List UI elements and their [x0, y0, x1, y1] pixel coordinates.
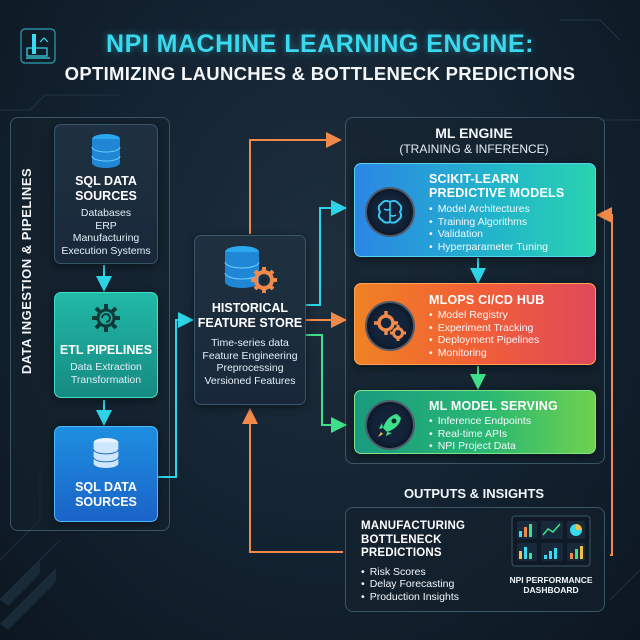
mlops-list: Model Registry Experiment Tracking Deplo…	[429, 309, 540, 360]
dashboard-icon	[511, 515, 591, 567]
models-title-1: SCIKIT-LEARN	[429, 172, 519, 186]
predictions-item: Risk Scores	[361, 566, 511, 579]
mlops-item: Model Registry	[429, 309, 539, 322]
models-item: Model Architectures	[429, 203, 548, 216]
sql-sources-card-bottom[interactable]: SQL DATA SOURCES	[54, 426, 158, 522]
predictive-models-card[interactable]: SCIKIT-LEARN PREDICTIVE MODELS Model Arc…	[354, 163, 596, 257]
predictions-list: Risk Scores Delay Forecasting Production…	[361, 566, 511, 604]
ml-engine-subtitle: (TRAINING & INFERENCE)	[399, 142, 549, 156]
mlops-card[interactable]: MLOPS CI/CD HUB Model Registry Experimen…	[354, 283, 596, 365]
serving-item: Real-time APIs	[429, 428, 531, 441]
etl-title: ETL PIPELINES	[59, 343, 153, 357]
sql-sources-card-top[interactable]: SQL DATA SOURCES Databases ERP Manufactu…	[54, 124, 158, 264]
page-subtitle: OPTIMIZING LAUNCHES & BOTTLENECK PREDICT…	[64, 63, 576, 84]
gears-icon-holder	[365, 301, 415, 351]
feature-store-title-2: FEATURE STORE	[197, 316, 303, 330]
feature-store-item: Preprocessing	[216, 362, 284, 374]
serving-list: Inference Endpoints Real-time APIs NPI P…	[429, 415, 531, 453]
sql-top-item: ERP	[95, 219, 117, 232]
sql-top-title-1: SQL DATA	[75, 174, 137, 188]
performance-dashboard[interactable]: NPI PERFORMANCE DASHBOARD	[507, 515, 595, 597]
sql-top-item: Execution Systems	[61, 244, 151, 257]
mlops-item: Monitoring	[429, 347, 539, 360]
feature-store-item: Time-series data	[211, 337, 289, 349]
database-icon	[91, 134, 121, 168]
mlops-item: Deployment Pipelines	[429, 334, 540, 347]
sql-bottom-title-1: SQL DATA	[75, 480, 137, 494]
predictions-title-2: BOTTLENECK PREDICTIONS	[361, 533, 442, 560]
models-item: Training Algorithms	[429, 216, 548, 229]
brain-gear-icon	[377, 199, 403, 224]
feature-store-item: Versioned Features	[204, 374, 296, 387]
etl-pipelines-card[interactable]: ETL PIPELINES Data Extraction Transforma…	[54, 292, 158, 398]
models-item: Validation	[429, 228, 548, 241]
sql-top-title-2: SOURCES	[75, 189, 137, 203]
models-list: Model Architectures Training Algorithms …	[429, 203, 548, 253]
page-title: NPI MACHINE LEARNING ENGINE:	[106, 30, 534, 58]
feature-store-card[interactable]: HISTORICAL FEATURE STORE Time-series dat…	[194, 235, 306, 405]
predictions-block: MANUFACTURING BOTTLENECK PREDICTIONS Ris…	[361, 520, 511, 603]
ml-engine-title: ML ENGINE	[435, 125, 513, 141]
feature-store-title-1: HISTORICAL	[211, 301, 289, 315]
ingestion-label: DATA INGESTION & PIPELINES	[19, 167, 34, 375]
database-icon	[93, 438, 119, 468]
mlops-item: Experiment Tracking	[429, 322, 539, 335]
rocket-icon-holder	[365, 400, 415, 450]
mlops-title: MLOPS CI/CD HUB	[429, 293, 545, 307]
brain-icon-holder	[365, 187, 415, 237]
gears-icon	[374, 311, 406, 341]
factory-logo-icon	[20, 28, 56, 64]
predictions-item: Production Insights	[361, 591, 511, 604]
models-item: Hyperparameter Tuning	[429, 241, 548, 254]
dashboard-label-2: DASHBOARD	[523, 585, 579, 595]
model-serving-card[interactable]: ML MODEL SERVING Inference Endpoints Rea…	[354, 390, 596, 454]
database-gear-icon	[224, 246, 277, 293]
feature-store-item: Feature Engineering	[202, 349, 298, 362]
serving-item: NPI Project Data	[429, 440, 531, 453]
predictions-title-1: MANUFACTURING	[361, 520, 466, 532]
serving-item: Inference Endpoints	[429, 415, 531, 428]
sql-bottom-title-2: SOURCES	[75, 495, 137, 509]
predictions-item: Delay Forecasting	[361, 578, 511, 591]
outputs-title: OUTPUTS & INSIGHTS	[403, 486, 545, 501]
serving-title: ML MODEL SERVING	[429, 399, 558, 413]
dashboard-label-1: NPI PERFORMANCE	[509, 575, 593, 585]
sql-top-item: Databases	[80, 207, 132, 219]
etl-item: Data Extraction	[70, 361, 142, 373]
models-title-2: PREDICTIVE MODELS	[429, 186, 565, 200]
gear-icon	[92, 304, 120, 332]
etl-item: Transformation	[70, 373, 142, 386]
rocket-icon	[378, 414, 401, 437]
sql-top-item: Manufacturing	[72, 232, 140, 244]
